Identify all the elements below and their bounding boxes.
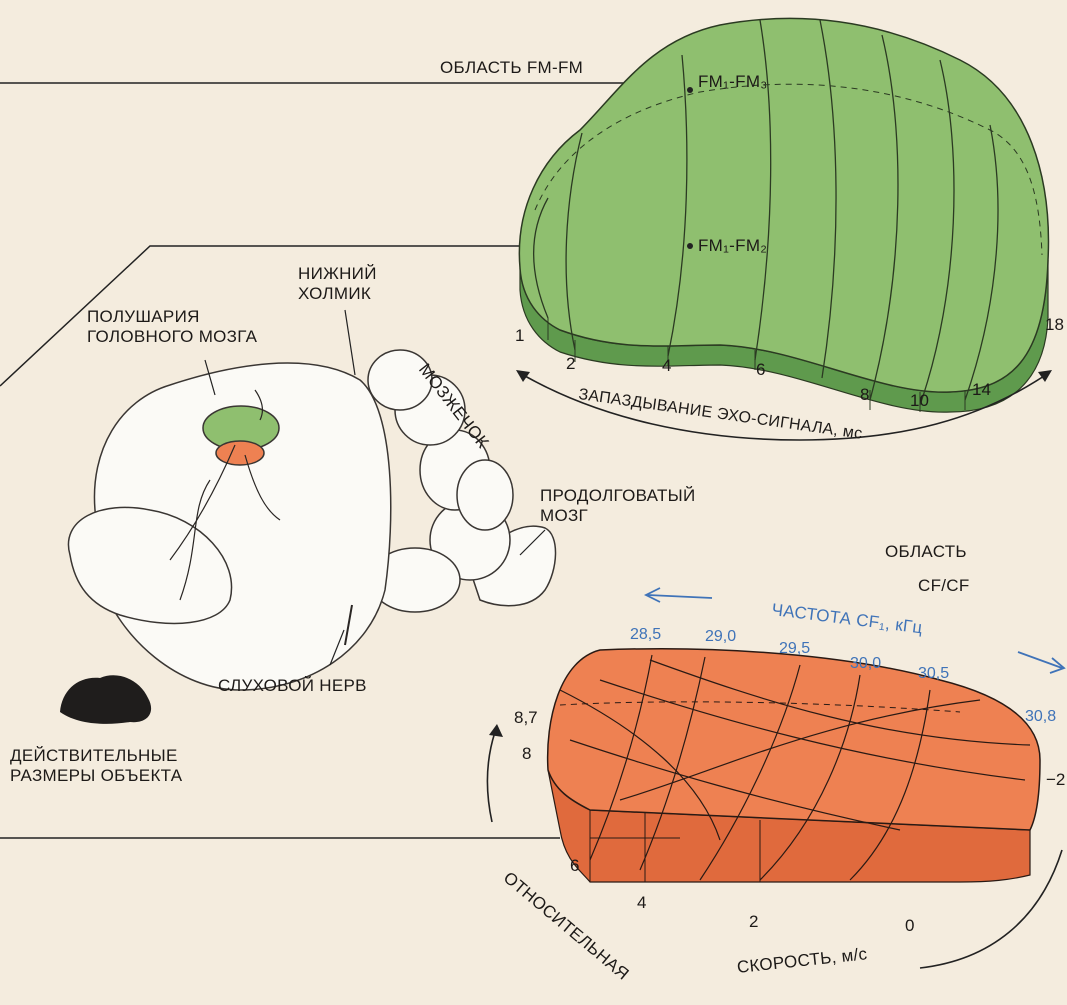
delay-tick: 14 [972, 380, 991, 400]
frequency-tick: 30,5 [918, 665, 949, 683]
delay-tick: 2 [566, 354, 575, 374]
frequency-tick: 29,0 [705, 628, 736, 646]
frequency-tick: 29,5 [779, 640, 810, 658]
actual-size-silhouette [60, 675, 151, 724]
bat-brain [68, 350, 555, 690]
cerebellum-lobe [457, 460, 513, 530]
arrow-head [1038, 370, 1052, 382]
fm-fm-region [519, 18, 1048, 412]
velocity-tick: 8 [522, 744, 531, 764]
cf-region-top-surface [548, 649, 1040, 830]
inferior-colliculus-label-line1: НИЖНИЙ [298, 264, 377, 284]
arrow-head [516, 370, 530, 382]
velocity-tick: 2 [749, 912, 758, 932]
frequency-tick: 30,0 [850, 655, 881, 673]
medulla-label-line2: МОЗГ [540, 506, 588, 526]
frequency-tick: 28,5 [630, 626, 661, 644]
actual-size-label-line2: РАЗМЕРЫ ОБЪЕКТА [10, 766, 182, 786]
velocity-tick: 6 [570, 856, 579, 876]
cf-area-label-line2: CF/CF [918, 576, 970, 596]
velocity-axis-arc-left [487, 732, 495, 822]
fm-region-top-surface [519, 18, 1048, 392]
delay-tick: 4 [662, 356, 671, 376]
delay-tick: 6 [756, 360, 765, 380]
delay-tick: 18 [1045, 315, 1064, 335]
fm1-fm3-marker [687, 87, 693, 93]
velocity-tick: 4 [637, 893, 646, 913]
actual-size-label-line1: ДЕЙСТВИТЕЛЬНЫЕ [10, 746, 178, 766]
medulla-label-line1: ПРОДОЛГОВАТЫЙ [540, 486, 696, 506]
cf-cf-region [548, 649, 1040, 882]
fm1-fm2-marker [687, 243, 693, 249]
fm1-fm2-label: FM₁-FM₂ [698, 236, 767, 256]
fm1-fm3-label: FM₁-FM₃ [698, 72, 768, 92]
fm-leader-line [0, 83, 690, 90]
arrow-head [489, 724, 503, 737]
fm-area-label: ОБЛАСТЬ FM-FM [440, 58, 583, 78]
delay-tick: 10 [910, 391, 929, 411]
inferior-colliculus-label-line2: ХОЛМИК [298, 284, 371, 304]
velocity-tick: 8,7 [514, 708, 538, 728]
cf-area-label-line1: ОБЛАСТЬ [885, 542, 967, 562]
hemispheres-label-line2: ГОЛОВНОГО МОЗГА [87, 327, 257, 347]
delay-tick: 8 [860, 385, 869, 405]
frequency-tick: 30,8 [1025, 708, 1056, 726]
auditory-nerve-label: СЛУХОВОЙ НЕРВ [218, 676, 367, 696]
cf-area-on-brain [216, 441, 264, 465]
velocity-tick: 0 [905, 916, 914, 936]
velocity-tick: −2 [1046, 770, 1065, 790]
delay-tick: 1 [515, 326, 524, 346]
hemispheres-label-line1: ПОЛУШАРИЯ [87, 307, 200, 327]
